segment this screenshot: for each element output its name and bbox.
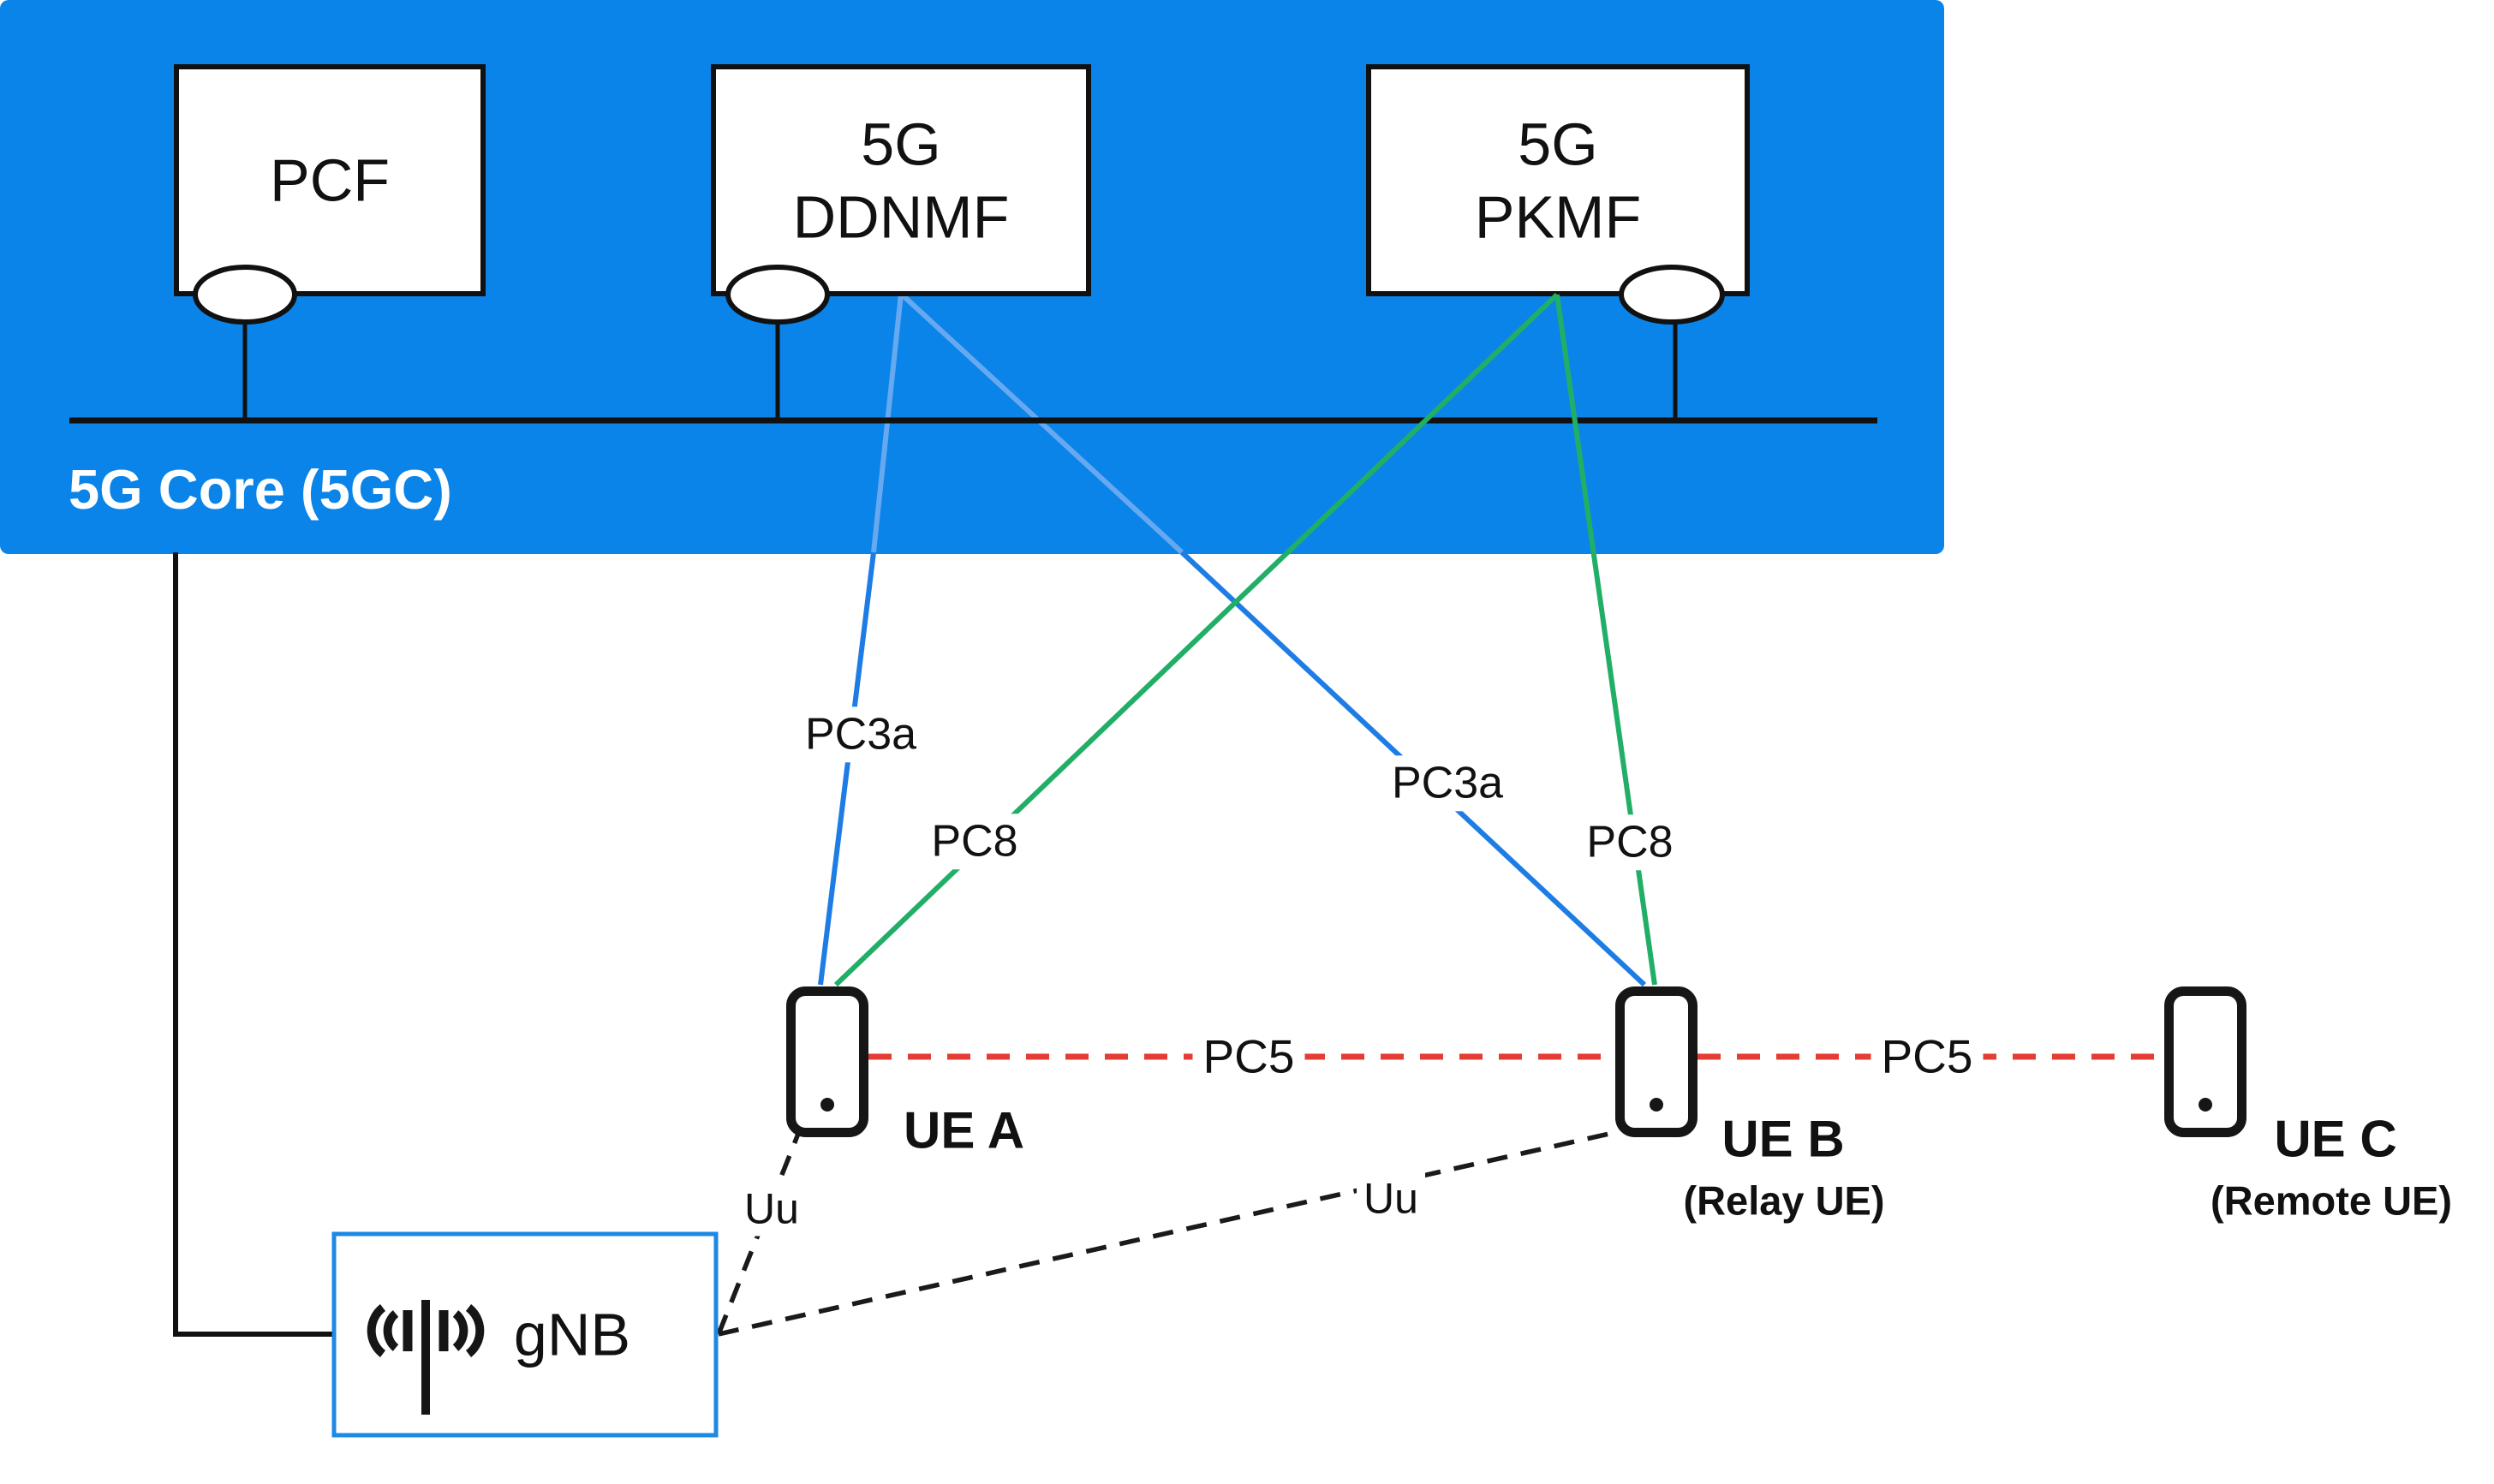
gnb-node-box	[331, 1231, 719, 1438]
ue-b-role-label: (Relay UE)	[1683, 1177, 1885, 1224]
core-gnb-connector-line	[173, 552, 334, 1337]
uu-right-interface-label: Uu	[1357, 1171, 1425, 1226]
pcf-port-ellipse-icon	[193, 265, 297, 325]
pkmf-node-box	[1366, 64, 1750, 296]
pc5-left-interface-label: PC5	[1192, 1027, 1305, 1087]
smartphone-icon-ue-a	[786, 986, 868, 1137]
pc3a-right-interface-label: PC3a	[1382, 755, 1513, 812]
pkmf-port-ellipse-icon	[1619, 265, 1725, 325]
pc5-right-interface-label: PC5	[1870, 1027, 1984, 1087]
ue-b-name-label: UE B	[1721, 1110, 1845, 1168]
phone-home-dot	[2199, 1098, 2212, 1112]
ue-c-role-label: (Remote UE)	[2210, 1177, 2453, 1224]
pc3a-line-ddnmf-uea	[818, 551, 876, 986]
ue-c-name-label: UE C	[2274, 1110, 2397, 1168]
smartphone-icon-ue-c	[2164, 986, 2246, 1137]
pcf-node-label: PCF	[270, 146, 390, 214]
uu-line-gnb-ueb	[718, 1129, 1618, 1337]
phone-home-dot	[1650, 1098, 1663, 1112]
pc8-right-interface-label: PC8	[1578, 814, 1682, 871]
phone-home-dot	[820, 1098, 834, 1112]
ddnmf-node-label-line2: DDNMF	[792, 183, 1010, 251]
smartphone-icon-ue-b	[1615, 986, 1697, 1137]
ue-a-name-label: UE A	[904, 1101, 1025, 1159]
ddnmf-port-ellipse-icon	[725, 265, 830, 325]
uu-left-interface-label: Uu	[737, 1182, 806, 1237]
ddnmf-node-box	[711, 64, 1091, 296]
gnb-node-label: gNB	[513, 1301, 631, 1368]
cell-tower-antenna-icon	[367, 1300, 485, 1415]
pcf-node-box	[174, 64, 486, 296]
pc3a-left-interface-label: PC3a	[796, 706, 926, 763]
ddnmf-node-label-line1: 5G	[861, 110, 941, 178]
core-title: 5G Core (5GC)	[69, 458, 452, 521]
pc8-left-interface-label: PC8	[922, 814, 1027, 870]
pkmf-node-label-line1: 5G	[1518, 110, 1598, 178]
pkmf-node-label-line2: PKMF	[1474, 183, 1642, 251]
